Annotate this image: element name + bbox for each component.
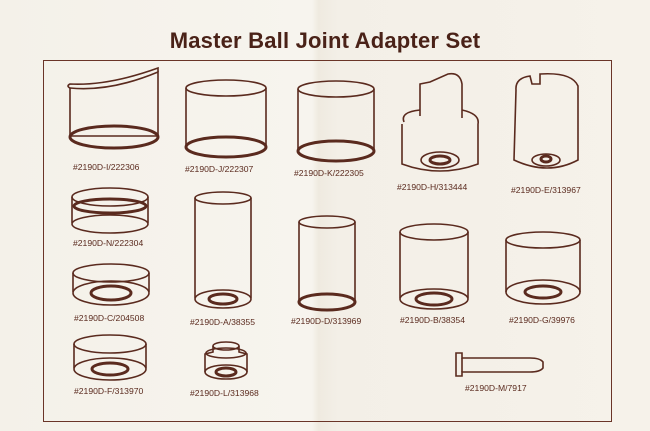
part-label-d: #2190D-D/313969 xyxy=(291,316,362,326)
part-label-j: #2190D-J/222307 xyxy=(185,164,254,174)
adapter-e-drawing xyxy=(513,72,579,169)
drawing-frame xyxy=(43,60,612,422)
part-label-k: #2190D-K/222305 xyxy=(294,168,364,178)
adapter-m-drawing xyxy=(455,352,544,377)
part-label-n: #2190D-N/222304 xyxy=(73,238,144,248)
part-label-c: #2190D-C/204508 xyxy=(74,313,145,323)
part-label-l: #2190D-L/313968 xyxy=(190,388,259,398)
adapter-a-drawing xyxy=(194,191,252,309)
part-label-m: #2190D-M/7917 xyxy=(465,383,527,393)
part-label-b: #2190D-B/38354 xyxy=(400,315,465,325)
adapter-b-drawing xyxy=(399,223,469,310)
part-label-g: #2190D-G/39976 xyxy=(509,315,575,325)
adapter-d-drawing xyxy=(297,215,357,312)
adapter-l-drawing xyxy=(204,341,248,380)
part-label-e: #2190D-E/313967 xyxy=(511,185,581,195)
adapter-j-drawing xyxy=(184,79,268,159)
part-label-i: #2190D-I/222306 xyxy=(73,162,140,172)
adapter-k-drawing xyxy=(296,80,376,163)
page-title: Master Ball Joint Adapter Set xyxy=(169,28,481,53)
part-label-f: #2190D-F/313970 xyxy=(74,386,144,396)
adapter-h-drawing xyxy=(401,72,479,172)
part-label-h: #2190D-H/313444 xyxy=(397,182,468,192)
adapter-g-drawing xyxy=(505,231,581,305)
part-label-a: #2190D-A/38355 xyxy=(190,317,255,327)
adapter-f-drawing xyxy=(73,334,147,381)
adapter-n-drawing xyxy=(71,187,149,234)
adapter-i-drawing xyxy=(67,66,160,150)
adapter-c-drawing xyxy=(72,263,150,306)
